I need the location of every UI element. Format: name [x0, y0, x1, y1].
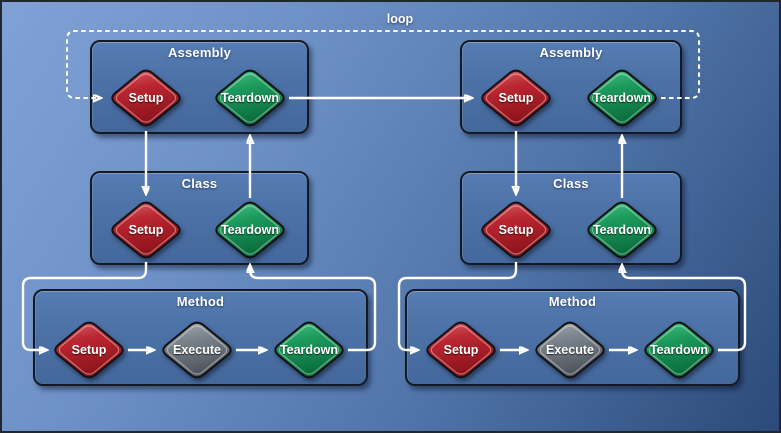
node-label: Teardown	[592, 223, 652, 237]
diamond-shape-icon	[481, 201, 551, 259]
method-setup-node-left: Setup	[50, 318, 128, 382]
class-title: Class	[553, 176, 589, 191]
diamond-shape-icon	[535, 321, 605, 379]
node-label: Execute	[546, 343, 594, 357]
assembly-teardown-node-left: Teardown	[211, 66, 289, 130]
method-execute-node-left: Execute	[158, 318, 236, 382]
method-title: Method	[548, 294, 597, 309]
node-label: Setup	[498, 223, 534, 237]
node-label: Teardown	[220, 223, 280, 237]
class-teardown-node-left: Teardown	[211, 198, 289, 262]
diamond-shape-icon	[215, 201, 285, 259]
node-label: Setup	[128, 223, 164, 237]
node-label: Setup	[443, 343, 479, 357]
diamond-shape-icon	[111, 201, 181, 259]
node-label: Teardown	[592, 91, 652, 105]
diamond-shape-icon	[162, 321, 232, 379]
node-label: Setup	[498, 91, 534, 105]
assembly-setup-node-right: Setup	[477, 66, 555, 130]
node-label: Setup	[128, 91, 164, 105]
method-teardown-node-left: Teardown	[270, 318, 348, 382]
node-label: Execute	[173, 343, 221, 357]
assembly-setup-node-left: Setup	[107, 66, 185, 130]
class-teardown-node-right: Teardown	[583, 198, 661, 262]
node-label: Teardown	[649, 343, 709, 357]
assembly-title: Assembly	[167, 45, 232, 60]
method-title: Method	[176, 294, 225, 309]
class-setup-node-left: Setup	[107, 198, 185, 262]
assembly-title: Assembly	[539, 45, 603, 60]
node-label: Teardown	[279, 343, 339, 357]
diamond-shape-icon	[587, 201, 657, 259]
node-label: Setup	[71, 343, 107, 357]
loop-label: loop	[386, 12, 414, 26]
method-execute-node-right: Execute	[531, 318, 609, 382]
node-label: Teardown	[220, 91, 280, 105]
class-title: Class	[181, 176, 218, 191]
assembly-teardown-node-right: Teardown	[583, 66, 661, 130]
method-teardown-node-right: Teardown	[640, 318, 718, 382]
method-setup-node-right: Setup	[422, 318, 500, 382]
class-setup-node-right: Setup	[477, 198, 555, 262]
